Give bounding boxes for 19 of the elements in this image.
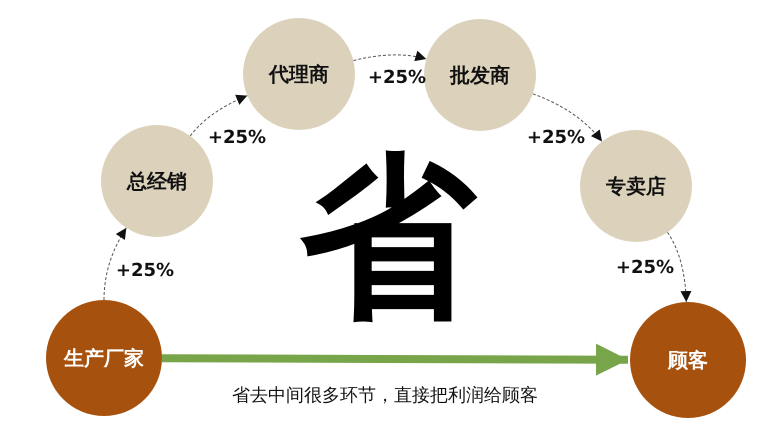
dashed-arrow bbox=[532, 93, 603, 142]
headline-character: 省 bbox=[300, 150, 476, 326]
thick-arrow bbox=[162, 344, 628, 376]
edge-label: +25% bbox=[116, 261, 174, 281]
dashed-arrow bbox=[352, 50, 427, 62]
node-label: 代理商 bbox=[269, 62, 329, 86]
dashed-arrow bbox=[104, 227, 127, 300]
edge-label: +25% bbox=[208, 128, 266, 148]
node-label: 总经销 bbox=[127, 169, 187, 193]
edge-label: +25% bbox=[526, 128, 586, 148]
node-label: 顾客 bbox=[668, 348, 708, 372]
dashed-arrow bbox=[190, 94, 248, 136]
node-label: 专卖店 bbox=[606, 174, 666, 198]
edge-label: 省去中间很多环节，直接把利润给顾客 bbox=[232, 386, 538, 406]
node-label: 批发商 bbox=[450, 63, 510, 87]
edge-label: +25% bbox=[616, 258, 674, 278]
dashed-arrow bbox=[667, 232, 692, 303]
edge-label: +25% bbox=[368, 68, 426, 88]
node-label: 生产厂家 bbox=[64, 346, 144, 370]
